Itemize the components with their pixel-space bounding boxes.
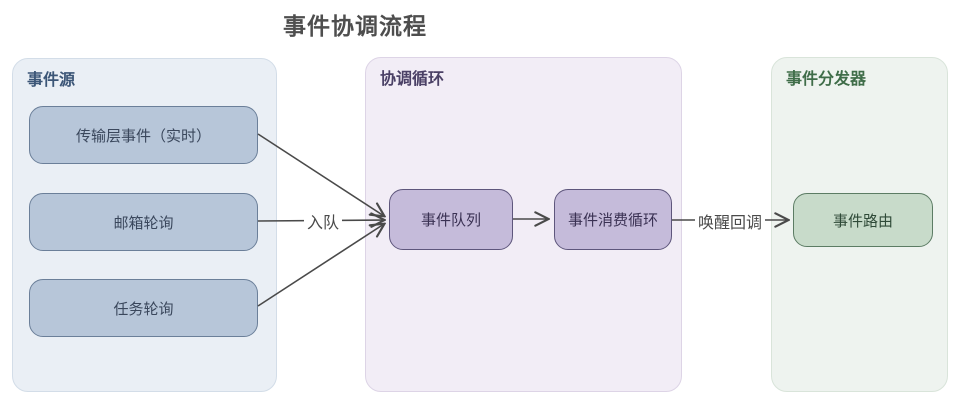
edge-label-wake-callback: 唤醒回调 bbox=[694, 209, 766, 233]
node-task-polling: 任务轮询 bbox=[29, 279, 258, 337]
group-coordination-loop: 协调循环 事件队列 事件消费循环 bbox=[365, 57, 682, 392]
edge-label-enqueue: 入队 bbox=[303, 209, 343, 233]
group-label-coordination-loop: 协调循环 bbox=[380, 71, 445, 88]
node-event-router-label: 事件路由 bbox=[832, 212, 893, 230]
node-event-queue-label: 事件队列 bbox=[420, 212, 481, 229]
node-transport-events-label: 传输层事件（实时） bbox=[75, 127, 211, 145]
node-event-router: 事件路由 bbox=[793, 193, 933, 247]
node-transport-events: 传输层事件（实时） bbox=[29, 106, 258, 164]
node-event-consume-loop: 事件消费循环 bbox=[554, 189, 672, 250]
node-event-consume-loop-label: 事件消费循环 bbox=[567, 212, 658, 229]
group-event-sources: 事件源 传输层事件（实时） 邮箱轮询 任务轮询 bbox=[12, 58, 277, 392]
group-label-event-dispatcher: 事件分发器 bbox=[786, 71, 867, 88]
node-mailbox-polling: 邮箱轮询 bbox=[29, 193, 258, 251]
diagram-title: 事件协调流程 bbox=[283, 13, 427, 39]
node-event-queue: 事件队列 bbox=[389, 189, 513, 250]
node-mailbox-polling-label: 邮箱轮询 bbox=[113, 214, 174, 232]
group-event-dispatcher: 事件分发器 事件路由 bbox=[771, 57, 948, 392]
node-task-polling-label: 任务轮询 bbox=[113, 300, 174, 318]
group-label-event-sources: 事件源 bbox=[27, 72, 76, 89]
